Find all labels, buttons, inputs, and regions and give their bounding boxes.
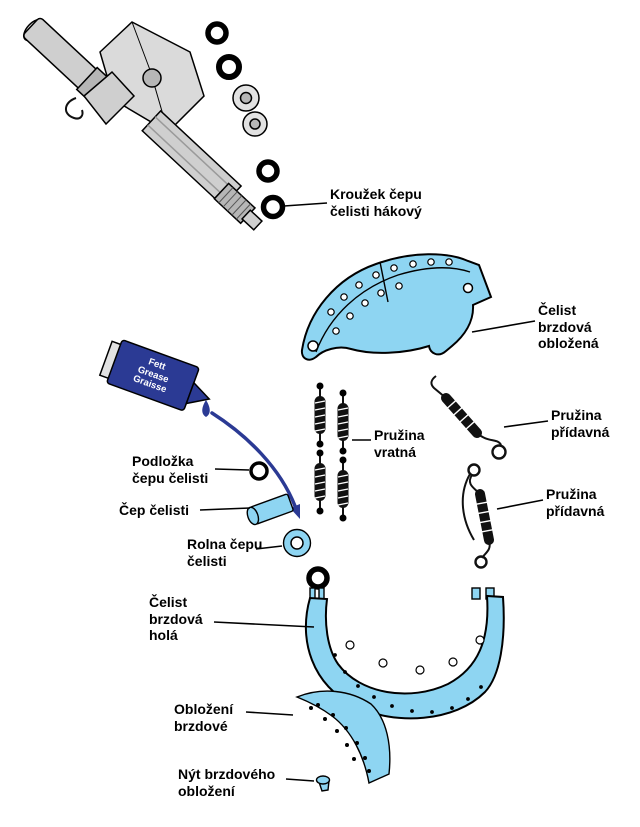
callout-shoe-lined: Čelist brzdová obložená [538,302,599,352]
brake-lining [295,690,391,785]
callout-shoe-bare: Čelist brzdová holá [149,594,203,644]
callout-lining: Obložení brzdové [174,701,234,734]
brake-camshaft-assembly [23,17,268,231]
brake-shoe-lined [300,253,493,361]
auxiliary-spring-lower [461,463,494,569]
callout-ring-hook: Kroužek čepu čelisti hákový [330,186,422,219]
lining-rivet [315,775,331,792]
auxiliary-spring-upper [430,375,507,460]
grease-bottle [98,339,211,417]
brake-shoe-bare [304,587,505,720]
callout-pin: Čep čelisti [119,502,190,518]
leader-lines [199,202,549,782]
callout-spring-aux-upper: Pružina přídavná [551,407,610,440]
callout-rivet: Nýt brzdového obložení [178,766,276,799]
return-springs [314,382,349,522]
pin-roller [282,528,312,558]
callout-washer: Podložka čepu čelisti [132,453,209,486]
anchor-pin-washer [249,461,269,481]
shoe-pin [246,493,294,526]
callout-roller: Rolna čepu čelisti [187,536,263,569]
callout-spring-aux-lower: Pružina přídavná [546,486,605,519]
callout-spring-return: Pružina vratná [374,427,425,460]
grease-drop [202,400,210,417]
o-rings [205,21,330,590]
